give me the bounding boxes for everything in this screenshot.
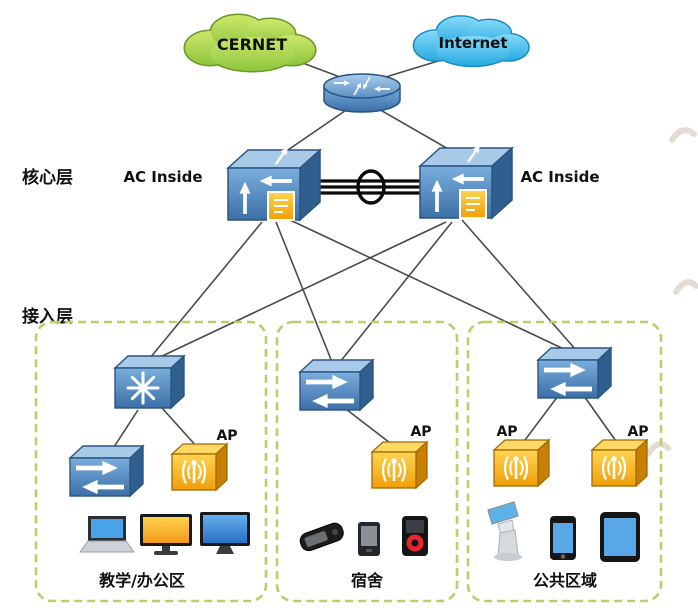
smartphone-icon xyxy=(550,516,576,560)
cloud-internet: Internet xyxy=(412,15,530,68)
zone-teaching-border xyxy=(34,320,268,603)
phone-icon xyxy=(358,522,380,556)
cernet-label: CERNET xyxy=(217,35,287,54)
internet-label: Internet xyxy=(438,34,507,52)
core-switch-left xyxy=(228,145,320,220)
link-coreR-public xyxy=(461,219,577,351)
zone-teaching-label: 教学/办公区 xyxy=(99,571,185,590)
monitor-icon xyxy=(140,514,192,555)
link-snow-access xyxy=(111,409,139,451)
zone-dorm-label: 宿舍 xyxy=(351,571,384,590)
watermark-swirl-3 xyxy=(645,441,671,457)
link-router-core-left xyxy=(284,103,356,153)
zone-dorm: AP 宿舍 xyxy=(275,320,459,603)
public-ap-left-label: AP xyxy=(496,424,517,440)
handheld-icon xyxy=(297,520,347,554)
zone-dorm-border xyxy=(275,320,459,603)
zone-teaching: AP 教学/办公区 xyxy=(34,320,268,603)
zone-public-border xyxy=(466,320,663,603)
teaching-ap-icon xyxy=(170,442,229,492)
desktop-icon xyxy=(200,512,250,554)
link-coreL-dorm xyxy=(275,221,333,363)
teaching-ap-label: AP xyxy=(216,428,237,444)
link-pubsw-ap-right xyxy=(583,395,619,445)
link-coreL-public xyxy=(289,219,567,351)
router-icon xyxy=(323,73,401,113)
link-dormsw-ap xyxy=(341,405,395,447)
public-ap-right-icon xyxy=(590,438,649,488)
watermark-swirl-1 xyxy=(669,127,697,143)
snowflake-switch-icon xyxy=(113,354,186,410)
dorm-ap-label: AP xyxy=(410,424,431,440)
tablet-icon xyxy=(600,512,640,562)
teaching-access-switch-icon xyxy=(70,446,143,496)
link-pubsw-ap-left xyxy=(521,395,559,445)
ac-inside-right-label: AC Inside xyxy=(520,168,599,186)
link-coreR-dorm xyxy=(339,221,453,363)
trunk-link xyxy=(318,169,424,205)
zone-public: AP AP 公共区域 xyxy=(466,320,663,603)
core-layer-label: 核心层 xyxy=(22,167,73,188)
link-snow-ap xyxy=(161,407,199,449)
core-switch-right xyxy=(420,143,512,218)
dorm-access-switch-icon xyxy=(300,360,373,410)
public-ap-left-icon xyxy=(492,438,551,488)
dorm-ap-icon xyxy=(370,440,429,490)
media-player-icon xyxy=(402,516,428,556)
trunk-bundle-ring xyxy=(356,169,386,205)
zone-public-label: 公共区域 xyxy=(533,571,597,590)
kiosk-icon xyxy=(487,501,523,562)
link-coreR-teaching xyxy=(157,221,447,359)
link-router-core-right xyxy=(369,103,451,151)
topology-links xyxy=(111,57,619,451)
public-access-switch-icon xyxy=(538,348,611,398)
watermark-swirl-2 xyxy=(673,279,698,295)
access-layer-label: 接入层 xyxy=(22,306,73,327)
ac-inside-left-label: AC Inside xyxy=(123,168,202,186)
public-ap-right-label: AP xyxy=(627,424,648,440)
cloud-cernet: CERNET xyxy=(183,13,317,73)
link-coreL-teaching xyxy=(149,221,263,359)
laptop-icon xyxy=(79,515,135,553)
